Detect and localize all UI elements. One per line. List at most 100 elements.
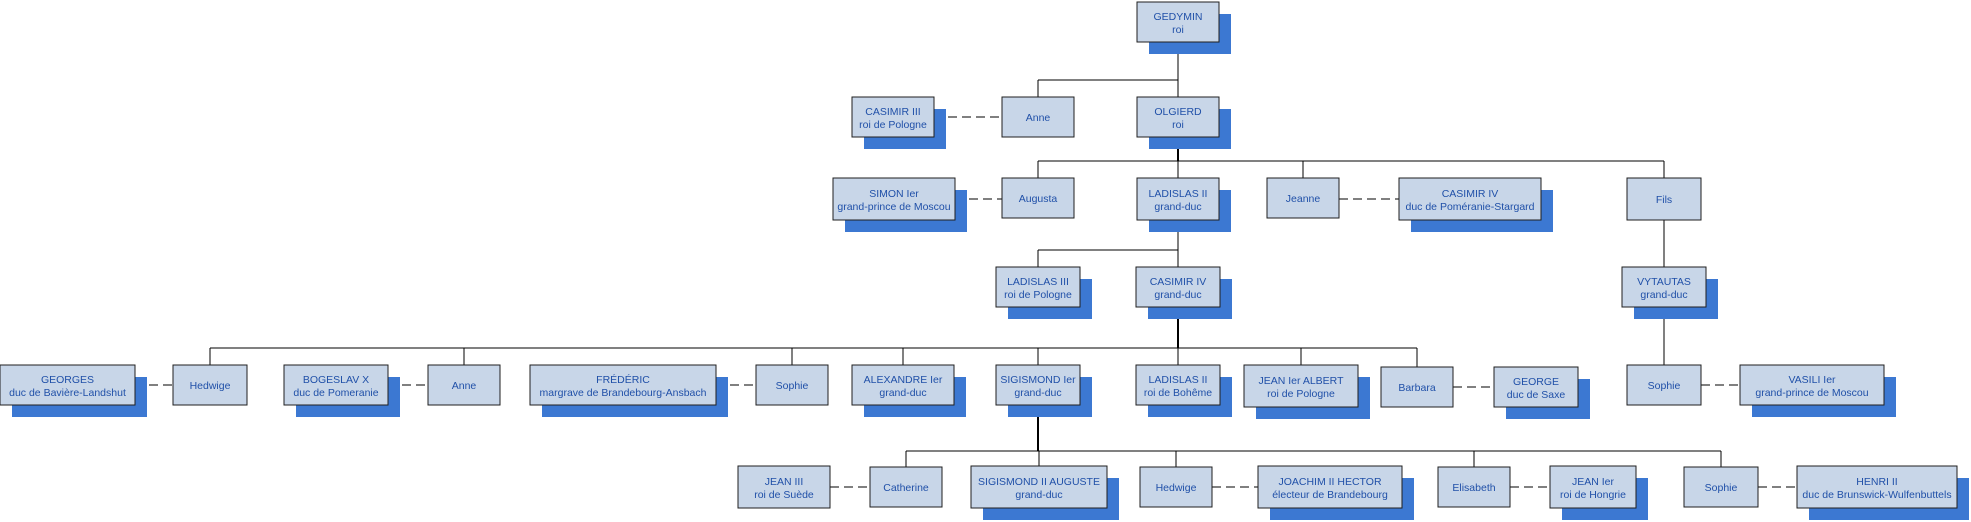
person-name: Hedwige <box>190 380 231 392</box>
person-name: JEAN III <box>765 476 804 488</box>
person-name: HENRI II <box>1856 476 1897 488</box>
person-title: duc de Saxe <box>1507 389 1566 401</box>
person-title: roi de Pologne <box>1004 289 1072 301</box>
person-box-sophie_vyt: Sophie <box>1626 364 1702 406</box>
person-box-sophie_g6: Sophie <box>1683 466 1759 508</box>
person-title: électeur de Brandebourg <box>1272 489 1388 501</box>
box-frame <box>1135 266 1221 308</box>
person-name: GEORGE <box>1513 376 1559 388</box>
person-title: roi de Bohême <box>1144 387 1212 399</box>
person-box-hedwige_g6: Hedwige <box>1139 466 1213 508</box>
person-name: CASIMIR IV <box>1150 276 1207 288</box>
person-title: margrave de Brandebourg-Ansbach <box>540 387 707 399</box>
box-frame <box>1621 266 1707 308</box>
box-frame <box>1136 96 1220 138</box>
person-title: grand-duc <box>1154 289 1201 301</box>
box-frame <box>1139 466 1213 508</box>
person-title: duc de Poméranie-Stargard <box>1406 201 1535 213</box>
person-name: Anne <box>452 380 477 392</box>
person-name: CASIMIR III <box>865 106 920 118</box>
box-frame <box>1001 177 1075 219</box>
person-name: VASILI Ier <box>1788 374 1836 386</box>
box-frame <box>1549 465 1637 509</box>
person-name: LADISLAS II <box>1149 188 1208 200</box>
person-name: Hedwige <box>1156 482 1197 494</box>
person-box-anne_g5: Anne <box>427 364 501 406</box>
person-name: Anne <box>1026 112 1051 124</box>
person-box-fils: Fils <box>1626 177 1702 221</box>
person-box-augusta: Augusta <box>1001 177 1075 219</box>
box-frame <box>172 364 248 406</box>
person-name: Sophie <box>776 380 809 392</box>
person-title: roi de Hongrie <box>1560 489 1626 501</box>
person-title: duc de Brunswick-Wulfenbuttels <box>1802 489 1951 501</box>
box-frame <box>1135 364 1221 406</box>
box-frame <box>1796 465 1958 509</box>
person-name: GEDYMIN <box>1153 11 1202 23</box>
box-frame <box>1257 465 1403 509</box>
person-title: grand-duc <box>1154 201 1201 213</box>
box-frame <box>832 177 956 221</box>
person-name: CASIMIR IV <box>1442 188 1499 200</box>
box-frame <box>283 364 389 406</box>
box-frame <box>851 96 935 138</box>
box-frame <box>529 364 717 406</box>
person-title: grand-prince de Moscou <box>1755 387 1868 399</box>
person-name: Sophie <box>1648 380 1681 392</box>
person-name: JEAN Ier ALBERT <box>1258 375 1344 387</box>
person-name: GEORGES <box>41 374 94 386</box>
box-frame <box>1626 364 1702 406</box>
person-name: FRÉDÉRIC <box>596 373 650 386</box>
box-frame <box>0 364 136 406</box>
person-name: Catherine <box>883 482 929 494</box>
person-name: SIMON Ier <box>869 188 919 200</box>
person-name: Augusta <box>1019 193 1058 205</box>
box-frame <box>1398 177 1542 221</box>
box-frame <box>1001 96 1075 138</box>
person-name: LADISLAS III <box>1007 276 1069 288</box>
box-frame <box>1437 466 1511 508</box>
person-title: roi <box>1172 24 1184 36</box>
person-box-hedwige_g5: Hedwige <box>172 364 248 406</box>
person-name: JOACHIM II HECTOR <box>1278 476 1381 488</box>
box-frame <box>970 465 1108 509</box>
box-frame <box>1626 177 1702 221</box>
person-name: Jeanne <box>1286 193 1321 205</box>
box-frame <box>1380 366 1454 408</box>
connector-lines <box>135 42 1797 488</box>
person-title: duc de Bavière-Landshut <box>9 387 126 399</box>
person-title: grand-duc <box>1640 289 1687 301</box>
person-box-catherine: Catherine <box>869 466 943 508</box>
person-box-elisabeth: Elisabeth <box>1437 466 1511 508</box>
box-frame <box>995 364 1081 406</box>
box-frame <box>427 364 501 406</box>
box-frame <box>1493 366 1579 408</box>
person-name: ALEXANDRE Ier <box>864 374 943 386</box>
box-frame <box>1243 364 1359 408</box>
person-title: roi de Pologne <box>1267 388 1335 400</box>
box-frame <box>1683 466 1759 508</box>
box-frame <box>737 465 831 509</box>
person-name: Fils <box>1656 194 1672 206</box>
person-name: BOGESLAV X <box>303 374 369 386</box>
person-name: SIGISMOND Ier <box>1000 374 1076 386</box>
person-box-jeanne: Jeanne <box>1266 177 1340 219</box>
person-name: Barbara <box>1398 382 1436 394</box>
